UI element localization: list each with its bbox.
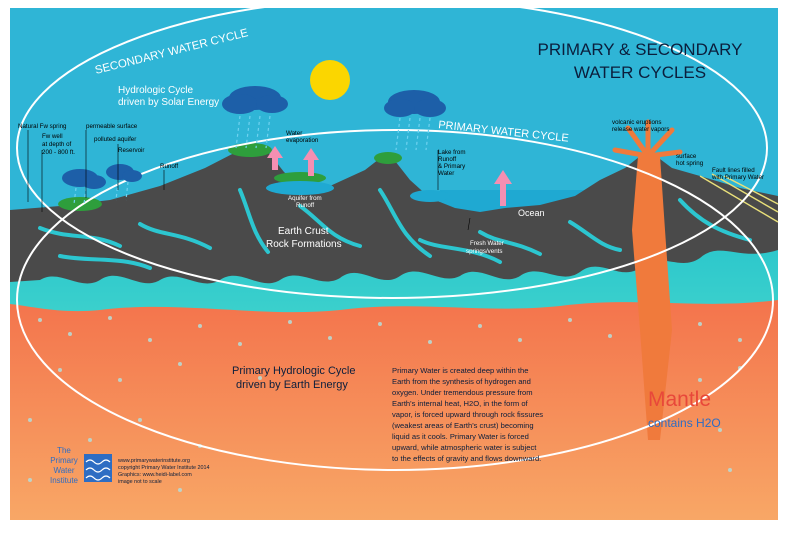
- lake-from-runoff: [410, 190, 450, 202]
- lake-line-3: & Primary: [438, 163, 466, 170]
- pointer-lines: [27, 130, 471, 231]
- surface-line-2: hot spring: [676, 160, 704, 167]
- volcano-vent: [632, 156, 672, 440]
- aquifer-from-runoff: [266, 181, 334, 195]
- cloud-icon: [106, 164, 142, 182]
- lake-line-2: Runoff: [438, 156, 456, 163]
- runoff-label: Runoff: [160, 163, 178, 170]
- natural-spring-label: Natural Fw spring: [18, 123, 67, 130]
- description-paragraph: Primary Water is created deep within the…: [392, 366, 543, 463]
- volcanic-eruption: [612, 119, 683, 159]
- description-line: upward, while atmospheric water is subje…: [392, 443, 537, 452]
- institute-line-3: Water: [53, 466, 74, 475]
- mantle-label: Mantle: [648, 388, 711, 411]
- reservoir-label: Reservoir: [118, 147, 144, 154]
- credit-line: image not to scale: [118, 479, 162, 485]
- rock-fissures: [38, 188, 752, 270]
- primary-hydrologic-line-1: Primary Hydrologic Cycle: [232, 365, 355, 377]
- title-line-1: PRIMARY & SECONDARY: [537, 40, 742, 59]
- earth-crust-line-1: Earth Crust: [278, 226, 329, 237]
- primary-cycle-ellipse: [16, 129, 774, 471]
- aquifer-line-2: Runoff: [296, 202, 314, 209]
- credit-line: copyright Primary Water Institute 2014: [118, 465, 209, 471]
- description-line: to the effects of gravity and flows down…: [392, 454, 541, 463]
- cloud-icon: [384, 90, 446, 117]
- description-line: Earth's internal heat, H2O, in the form …: [392, 399, 529, 408]
- institute-line-2: Primary: [50, 456, 78, 465]
- institute-line-4: Institute: [50, 476, 79, 485]
- lake-line-4: Water: [438, 170, 454, 177]
- description-line: vapor, is forced upward through rock fis…: [392, 410, 543, 419]
- evaporation-arrows: [267, 146, 512, 206]
- fw-well-line-1: Fw well: [42, 133, 63, 140]
- fault-line-1: Fault lines filled: [712, 167, 755, 174]
- institute-logo: The Primary Water Institute: [50, 446, 112, 485]
- ocean-label: Ocean: [518, 208, 545, 218]
- description-line: Earth from the synthesis of hydrogen and: [392, 377, 531, 386]
- arrow-up-icon: [267, 146, 283, 170]
- cloud-icon: [62, 169, 106, 189]
- mantle-sublabel: contains H2O: [648, 416, 721, 430]
- credits: www.primarywaterinstitute.org copyright …: [117, 458, 209, 485]
- volcanic-line-1: volcanic eruptions: [612, 119, 662, 126]
- fresh-water-line-1: Fresh Water: [470, 240, 504, 247]
- permeable-line-1: permeable surface: [86, 123, 138, 130]
- aquifer-line-1: Aquifer from: [288, 195, 322, 202]
- description-line: Primary Water is created deep within the: [392, 366, 528, 375]
- fw-well-line-3: 200 - 800 ft.: [42, 149, 75, 156]
- fresh-water-line-2: springs/vents: [466, 248, 502, 255]
- cloud-icon: [222, 86, 288, 114]
- volcanic-line-2: release water vapors: [612, 126, 669, 133]
- description-line: liquid as it cools. Primary Water is for…: [392, 432, 529, 441]
- lake-line-1: Lake from: [438, 149, 466, 156]
- institute-line-1: The: [57, 446, 71, 455]
- primary-hydrologic-line-2: driven by Earth Energy: [236, 379, 348, 391]
- earth-crust-line-2: Rock Formations: [266, 239, 342, 250]
- fault-line-2: with Primary Water: [711, 174, 764, 181]
- description-line: (weakest areas of Earth's crust) becomin…: [392, 421, 534, 430]
- water-evaporation-line-2: evaporation: [286, 137, 319, 144]
- hydrologic-solar-line-2: driven by Solar Energy: [118, 97, 219, 108]
- permeable-line-2: polluted aquifer: [94, 136, 136, 143]
- credit-line: www.primarywaterinstitute.org: [117, 458, 190, 464]
- fw-well-line-2: at depth of: [42, 141, 72, 148]
- water-evaporation-line-1: Water: [286, 130, 302, 137]
- title-line-2: WATER CYCLES: [574, 63, 706, 82]
- surface-line-1: surface: [676, 153, 697, 160]
- arrow-up-icon: [303, 148, 319, 176]
- credit-line: Graphics: www.heidi-label.com: [118, 472, 192, 478]
- rain: [73, 115, 431, 205]
- description-line: oxygen. Under tremendous pressure from: [392, 388, 533, 397]
- sun-icon: [310, 60, 350, 100]
- hydrologic-solar-line-1: Hydrologic Cycle: [118, 85, 193, 96]
- storm-clouds: [62, 86, 446, 189]
- secondary-cycle-ellipse: [16, 0, 768, 299]
- arrow-up-icon: [494, 170, 512, 206]
